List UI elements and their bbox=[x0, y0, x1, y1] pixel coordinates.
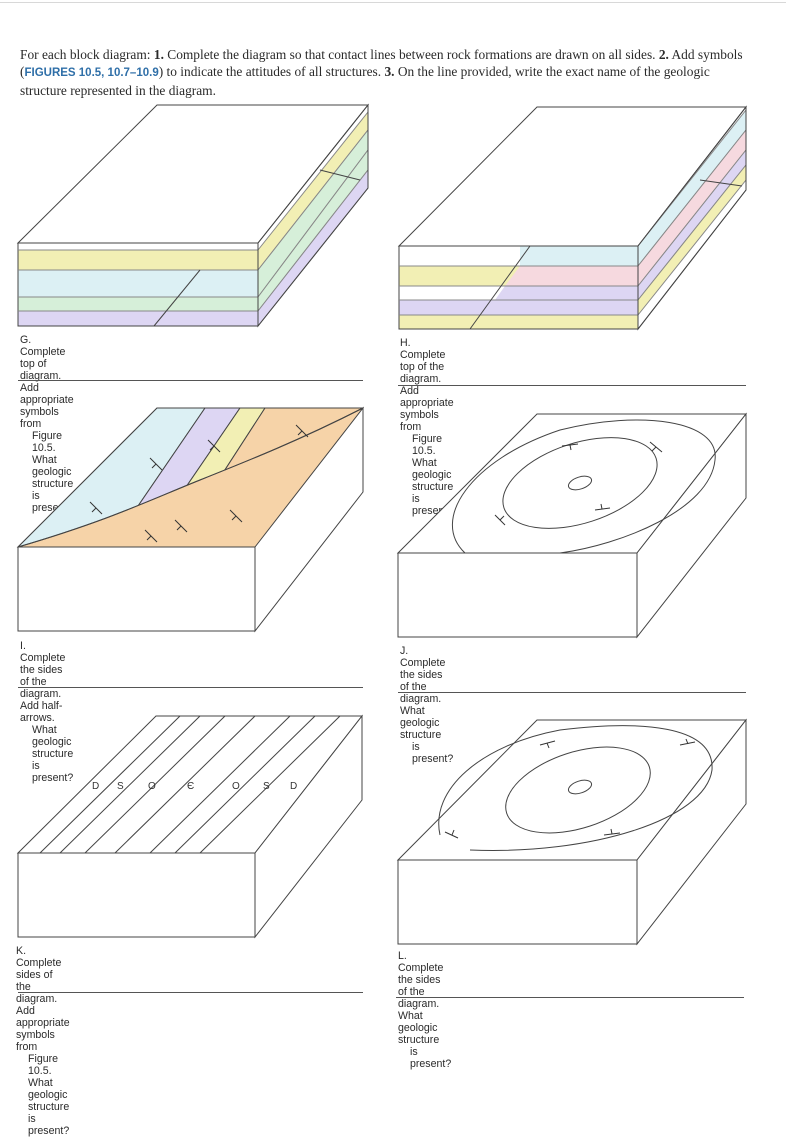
block-diagram-i-drawing[interactable] bbox=[0, 0, 786, 1024]
caption-l-line1: L. Complete the sides of the diagram. Wh… bbox=[398, 950, 444, 1046]
step-2-text-end: ) to indicate the attitudes of all struc… bbox=[158, 64, 385, 79]
block-diagram-g-drawing[interactable] bbox=[0, 0, 786, 1024]
caption-i-line1: I. Complete the sides of the diagram. Ad… bbox=[20, 640, 66, 724]
block-diagram-k-drawing[interactable]: D S O Є O S D bbox=[0, 0, 786, 1024]
answer-line-h[interactable] bbox=[398, 385, 746, 386]
caption-k-line2: Figure 10.5. What geologic structure is … bbox=[28, 1053, 70, 1137]
page-top-rule bbox=[0, 2, 786, 3]
step-1-text: Complete the diagram so that contact lin… bbox=[163, 47, 659, 62]
caption-g-line1: G. Complete top of diagram. Add appropri… bbox=[20, 334, 74, 430]
block-diagram-j-drawing[interactable] bbox=[0, 0, 786, 1024]
caption-h-line2: Figure 10.5. What geologic structure is … bbox=[412, 433, 454, 517]
answer-line-k[interactable] bbox=[18, 992, 363, 993]
step-2-text: Add symbols ( bbox=[20, 47, 743, 79]
unit-label-2: S bbox=[117, 781, 124, 792]
instructions: For each block diagram: 1. Complete the … bbox=[20, 46, 750, 99]
block-diagram-l-drawing[interactable] bbox=[0, 0, 786, 1024]
step-1-number: 1. bbox=[153, 47, 164, 62]
figure-reference: FIGURES 10.5, 10.7–10.9 bbox=[24, 67, 159, 79]
caption-l: L. Complete the sides of the diagram. Wh… bbox=[398, 950, 451, 1070]
caption-h-line1: H. Complete top of the diagram. Add appr… bbox=[400, 337, 454, 433]
unit-label-6: S bbox=[263, 781, 270, 792]
answer-line-j[interactable] bbox=[398, 692, 746, 693]
answer-line-l[interactable] bbox=[396, 997, 744, 998]
unit-label-7: D bbox=[290, 781, 297, 792]
caption-i-line2: What geologic structure is present? bbox=[32, 724, 74, 784]
caption-i: I. Complete the sides of the diagram. Ad… bbox=[20, 640, 73, 784]
step-3-number: 3. bbox=[384, 64, 395, 79]
caption-l-line2: is present? bbox=[410, 1046, 452, 1070]
block-diagram-h-drawing[interactable] bbox=[0, 0, 786, 1024]
caption-j-line2: is present? bbox=[412, 741, 454, 765]
unit-label-5: O bbox=[232, 781, 240, 792]
unit-label-4: Є bbox=[187, 781, 194, 792]
answer-line-i[interactable] bbox=[18, 687, 363, 688]
caption-j: J. Complete the sides of the diagram. Wh… bbox=[400, 645, 453, 765]
caption-h: H. Complete top of the diagram. Add appr… bbox=[400, 337, 454, 517]
step-3-text: On the line provided, write the exact na… bbox=[20, 64, 710, 98]
instructions-lead: For each block diagram: bbox=[20, 47, 154, 62]
caption-j-line1: J. Complete the sides of the diagram. Wh… bbox=[400, 645, 446, 741]
unit-label-3: O bbox=[148, 781, 156, 792]
answer-line-g[interactable] bbox=[18, 380, 363, 381]
unit-label-1: D bbox=[92, 781, 99, 792]
step-2-number: 2. bbox=[658, 47, 669, 62]
